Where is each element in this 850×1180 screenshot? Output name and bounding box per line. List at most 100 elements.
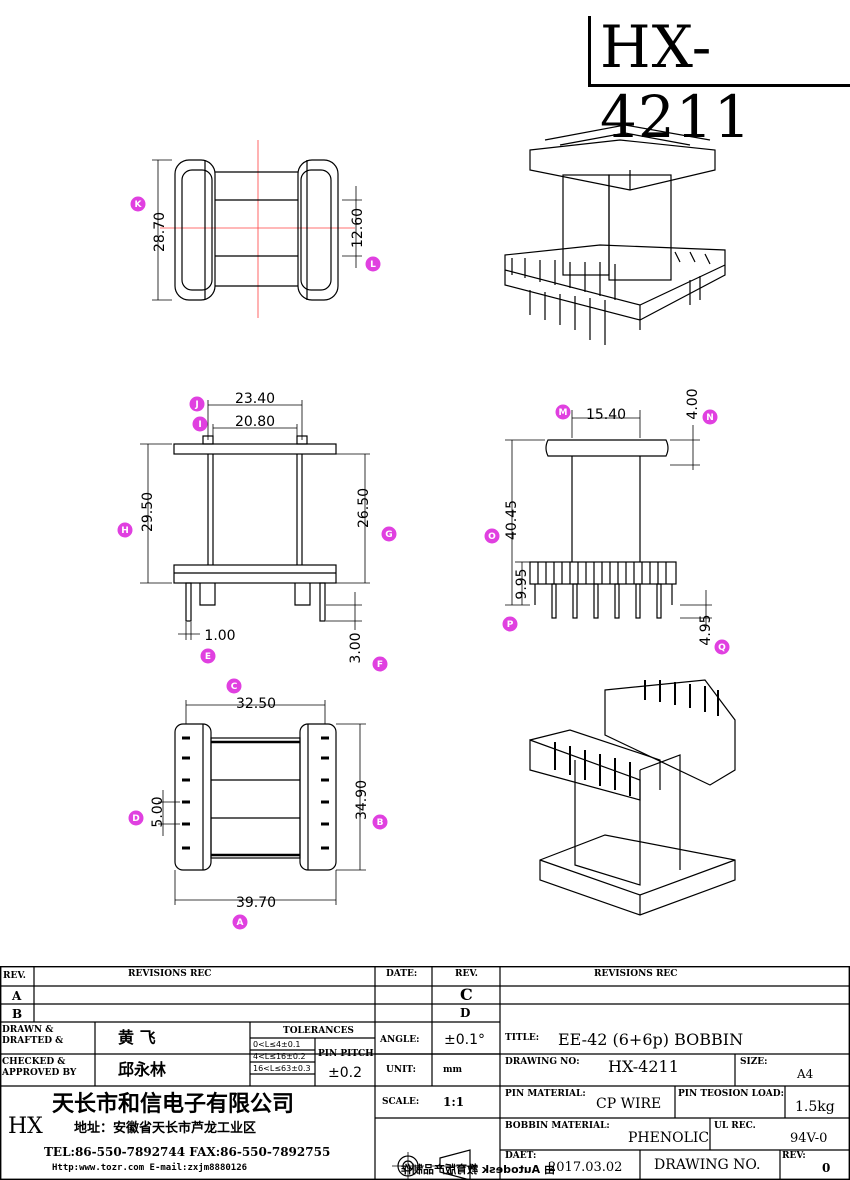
tolerances-label: TOLERANCES (283, 1026, 354, 1036)
right-flange (297, 159, 339, 301)
marker-q-circle (714, 639, 730, 655)
marker-j: J (194, 400, 198, 410)
company-name: 天长市和信电子有限公司 (52, 1092, 295, 1117)
dim-Q: 4.95 (698, 614, 714, 645)
marker-n: N (706, 413, 714, 423)
dim-D: 5.00 (150, 796, 166, 827)
pin-pitch-label: PIN PITCH (318, 1049, 374, 1059)
drawn-label-1: DRAWN & (2, 1025, 54, 1035)
marker-d-circle (128, 810, 144, 826)
date-value: 2017.03.02 (548, 1160, 623, 1175)
side-top-flange (545, 439, 669, 457)
drawing-label: DRAWING NO. (654, 1157, 761, 1173)
date-label: DAET: (505, 1151, 537, 1161)
marker-o-circle (484, 528, 500, 544)
dim-H: 29.50 (140, 492, 156, 532)
checked-label-2: APPROVED BY (2, 1068, 77, 1078)
pin-tension-value: 1.5kg (795, 1099, 835, 1115)
bottom-right-flange (299, 723, 337, 871)
angle-value: ±0.1° (444, 1032, 485, 1048)
dim-J: 23.40 (235, 391, 275, 407)
marker-f-circle (372, 656, 388, 672)
marker-o: O (488, 532, 496, 542)
marker-a-circle (232, 914, 248, 930)
left-flange-inner (181, 169, 213, 291)
dim-C: 32.50 (236, 696, 276, 712)
checked-label-1: CHECKED & (2, 1057, 66, 1067)
marker-g: G (385, 530, 392, 540)
marker-j-circle (189, 396, 205, 412)
marker-b: B (377, 818, 384, 828)
row-b: B (12, 1007, 23, 1021)
watermark: 由 Autodesk 教育版产品制作 (400, 1163, 555, 1176)
rev-header: REV. (3, 971, 26, 981)
checked-name: 邱永林 (118, 1060, 167, 1079)
technical-drawing: 28.70 12.60 (117, 124, 736, 930)
tolerance-1: 0<L≤4±0.1 (253, 1040, 301, 1049)
tolerance-2: 4<L≤16±0.2 (253, 1052, 306, 1061)
title-block-grid (0, 966, 850, 1180)
marker-e: E (205, 652, 211, 662)
pin-pitch-value: ±0.2 (328, 1065, 362, 1081)
bottom-left-flange (174, 723, 212, 871)
base-flange (173, 564, 337, 584)
rev-value: 0 (822, 1161, 831, 1175)
top-flange (173, 443, 337, 455)
title-label: TITLE: (505, 1033, 540, 1043)
rev-c: C (460, 985, 473, 1004)
bobbin-material-label: BOBBIN MATERIAL: (505, 1121, 610, 1131)
marker-i-circle (192, 416, 208, 432)
side-view (505, 410, 712, 628)
company-web: Http:www.tozr.com E-mail:zxjm8880126 (52, 1163, 248, 1173)
dim-B: 34.90 (354, 780, 370, 820)
marker-p-circle (502, 616, 518, 632)
bobbin-material-value: PHENOLIC (628, 1130, 710, 1146)
pin-tension-label: PIN TEOSION LOAD: (678, 1089, 784, 1099)
pin-material-label: PIN MATERIAL: (505, 1089, 586, 1099)
marker-c: C (231, 682, 238, 692)
title-block: REV. REVISIONS REC DATE: REV. REVISIONS … (0, 966, 850, 1180)
right-flange-inner (300, 169, 332, 291)
rev-d: D (460, 1006, 471, 1020)
pin-material-value: CP WIRE (596, 1096, 662, 1112)
dim-M: 15.40 (586, 407, 626, 423)
top-view (152, 140, 362, 318)
marker-i: I (198, 420, 201, 430)
dim-I: 20.80 (235, 414, 275, 430)
drawing-no-value: HX-4211 (608, 1057, 679, 1076)
dim-G: 26.50 (356, 488, 372, 528)
markers (117, 196, 730, 930)
company-contact: TEL:86-550-7892744 FAX:86-550-7892755 (44, 1145, 331, 1159)
scale-value: 1:1 (443, 1095, 465, 1109)
dim-E: 1.00 (204, 628, 235, 644)
marker-g-circle (381, 526, 397, 542)
marker-l-circle (365, 256, 381, 272)
marker-m-circle (555, 404, 571, 420)
marker-k: K (135, 200, 143, 210)
marker-f: F (377, 660, 383, 670)
drawn-label-2: DRAFTED & (2, 1036, 64, 1046)
date-header: DATE: (386, 969, 418, 979)
side-base (529, 561, 677, 585)
iso-view-bottom (529, 679, 736, 916)
drawn-name: 黄 飞 (118, 1028, 156, 1047)
marker-b-circle (372, 814, 388, 830)
marker-m: M (559, 408, 568, 418)
marker-e-circle (200, 648, 216, 664)
iso-view-top (504, 124, 726, 345)
marker-k-circle (130, 196, 146, 212)
row-a: A (12, 989, 22, 1003)
size-value: A4 (797, 1067, 814, 1081)
bottom-view (158, 700, 366, 905)
dim-L: 12.60 (350, 208, 366, 248)
rev-label: REV: (782, 1151, 806, 1161)
marker-d: D (132, 814, 139, 824)
dim-A: 39.70 (236, 895, 276, 911)
title-frame (588, 16, 850, 87)
unit-value: mm (443, 1065, 463, 1075)
marker-l: L (370, 260, 376, 270)
dim-F: 3.00 (348, 632, 364, 663)
angle-label: ANGLE: (380, 1035, 420, 1045)
revisions-header: REVISIONS REC (128, 969, 212, 979)
dim-O: 40.45 (504, 500, 520, 540)
